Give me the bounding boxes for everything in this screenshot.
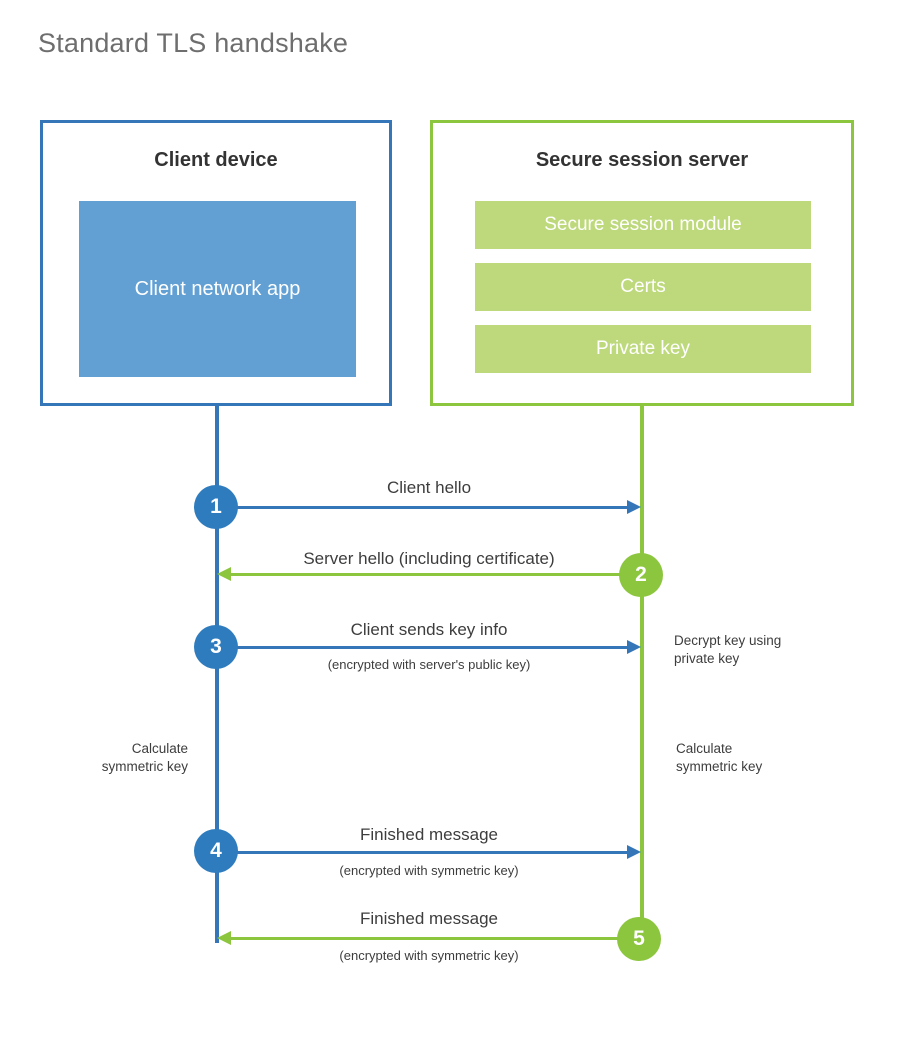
step-4-arrow — [217, 845, 641, 859]
step-3-arrow — [217, 640, 641, 654]
step-1-arrow — [217, 500, 641, 514]
arrow-head-right-icon — [627, 640, 641, 654]
step-2-label: Server hello (including certificate) — [303, 549, 555, 568]
step-3-label: Client sends key info — [350, 620, 508, 639]
arrow-head-right-icon — [627, 500, 641, 514]
secure-session-server-title: Secure session server — [535, 149, 749, 171]
server-component-secure-session-module: Secure session module — [475, 201, 811, 249]
step-3-marker[interactable]: 3 — [194, 625, 238, 669]
server-calculate-symmetric-key-note: Calculate symmetric key — [676, 741, 763, 775]
step-4-marker[interactable]: 4 — [194, 829, 238, 873]
arrow-head-left-icon — [217, 567, 231, 581]
server-lifeline — [640, 406, 644, 939]
step-1-label: Client hello — [386, 478, 472, 497]
step-2-marker[interactable]: 2 — [619, 553, 663, 597]
step-5-arrow — [217, 931, 624, 945]
step-3-sublabel: (encrypted with server's public key) — [327, 657, 531, 672]
client-device-title: Client device — [154, 149, 278, 171]
step-5-label: Finished message — [360, 909, 498, 928]
server-component-certs: Certs — [475, 263, 811, 311]
server-component-private-key: Private key — [475, 325, 811, 373]
client-lifeline — [215, 406, 219, 943]
step-2-arrow — [217, 567, 624, 581]
step-5-sublabel: (encrypted with symmetric key) — [339, 948, 519, 963]
server-components-list: Secure session module Certs Private key — [475, 201, 811, 373]
server-decrypt-key-note: Decrypt key using private key — [674, 633, 782, 667]
page-title: Standard TLS handshake — [38, 28, 349, 58]
step-4-sublabel: (encrypted with symmetric key) — [339, 863, 519, 878]
client-calculate-symmetric-key-note: Calculate symmetric key — [101, 741, 188, 775]
client-network-app-block: Client network app — [79, 201, 356, 377]
step-4-label: Finished message — [360, 825, 498, 844]
step-5-marker[interactable]: 5 — [617, 917, 661, 961]
step-1-marker[interactable]: 1 — [194, 485, 238, 529]
arrow-head-right-icon — [627, 845, 641, 859]
secure-session-server-box: Secure session server Secure session mod… — [430, 120, 854, 406]
client-device-box: Client device Client network app — [40, 120, 392, 406]
arrow-head-left-icon — [217, 931, 231, 945]
